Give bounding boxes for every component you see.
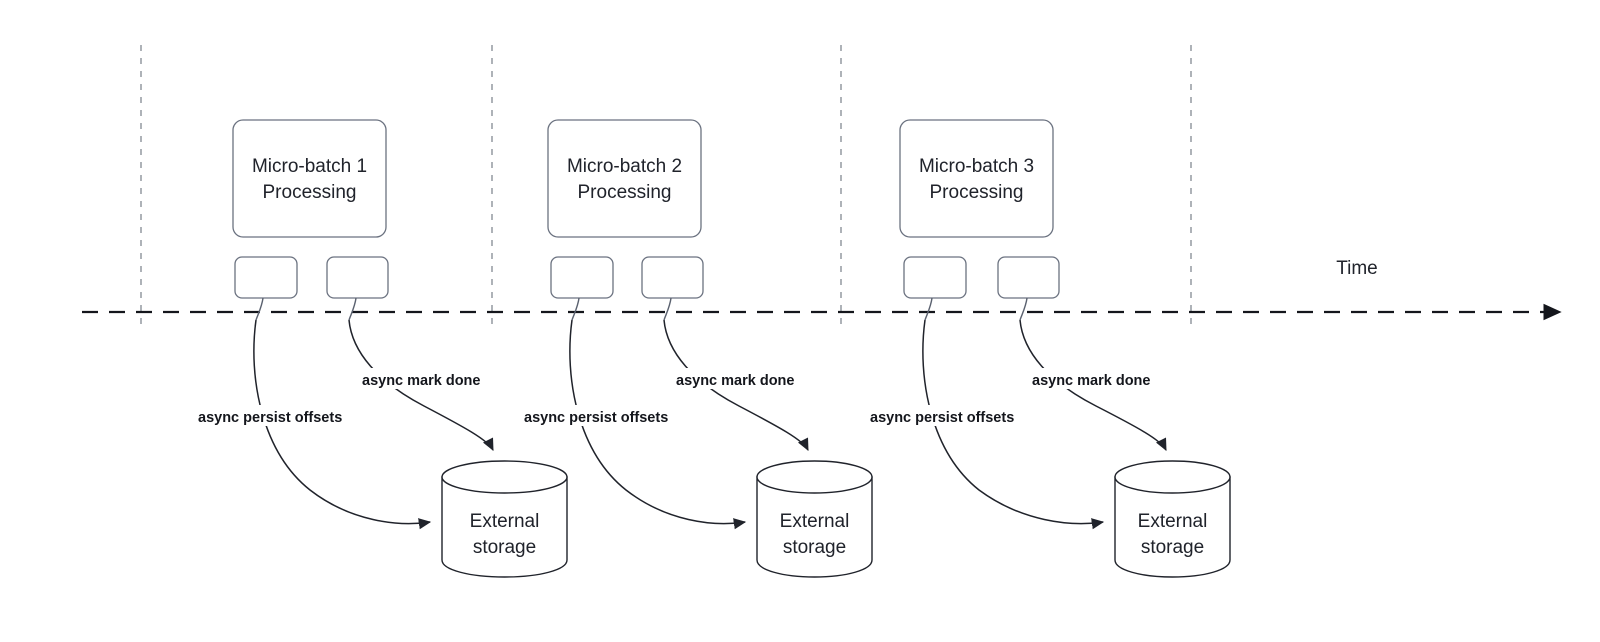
external-storage-3[interactable]: External storage bbox=[1114, 460, 1231, 578]
edge-label-mark-done-2: async mark done bbox=[672, 368, 817, 389]
process-box-1-rect[interactable] bbox=[232, 119, 387, 238]
flow-persist-offsets-1 bbox=[253, 319, 432, 530]
process-box-2[interactable]: Micro-batch 2 Processing bbox=[547, 119, 702, 238]
external-storage-2-body[interactable] bbox=[756, 476, 873, 578]
external-storage-3-line1: External bbox=[1138, 511, 1208, 532]
time-axis-label: Time bbox=[1336, 258, 1378, 279]
process-box-1-line1: Micro-batch 1 bbox=[252, 156, 367, 177]
tick-box-1-right[interactable] bbox=[326, 256, 389, 299]
external-storage-3-top bbox=[1114, 460, 1231, 494]
edge-label-mark-done-1-bg bbox=[358, 368, 503, 389]
external-storage-1-line2: storage bbox=[473, 537, 536, 558]
tick-stem-1-left bbox=[255, 297, 264, 321]
external-storage-2-line1: External bbox=[780, 511, 850, 532]
edge-label-mark-done-2-text: async mark done bbox=[676, 373, 794, 389]
external-storage-1[interactable]: External storage bbox=[441, 460, 568, 578]
tick-box-3-left[interactable] bbox=[903, 256, 967, 299]
tick-stem-3-right bbox=[1019, 297, 1028, 321]
tick-box-1-left[interactable] bbox=[234, 256, 298, 299]
flow-mark-done-3 bbox=[1019, 319, 1167, 452]
tick-stem-1-right bbox=[348, 297, 357, 321]
micro-batch-group-2: Micro-batch 2 Processing async mark done… bbox=[520, 119, 873, 578]
edge-label-persist-offsets-2: async persist offsets bbox=[520, 405, 700, 426]
micro-batch-group-1: Micro-batch 1 Processing async mark done… bbox=[194, 119, 568, 578]
process-box-1-line2: Processing bbox=[263, 182, 357, 203]
external-storage-2[interactable]: External storage bbox=[756, 460, 873, 578]
flow-persist-offsets-3 bbox=[922, 319, 1105, 530]
process-box-2-line1: Micro-batch 2 bbox=[567, 156, 682, 177]
edge-label-mark-done-3: async mark done bbox=[1028, 368, 1173, 389]
edge-label-persist-offsets-3-bg bbox=[866, 405, 1046, 426]
flow-mark-done-2 bbox=[663, 319, 809, 452]
process-box-1[interactable]: Micro-batch 1 Processing bbox=[232, 119, 387, 238]
edge-label-mark-done-2-bg bbox=[672, 368, 817, 389]
edge-label-persist-offsets-1: async persist offsets bbox=[194, 405, 374, 426]
process-box-3[interactable]: Micro-batch 3 Processing bbox=[899, 119, 1054, 238]
edge-label-persist-offsets-1-bg bbox=[194, 405, 374, 426]
time-axis: Time bbox=[82, 258, 1562, 321]
edge-label-persist-offsets-2-text: async persist offsets bbox=[524, 410, 668, 426]
process-box-3-line2: Processing bbox=[930, 182, 1024, 203]
flow-persist-offsets-2 bbox=[569, 319, 747, 530]
external-storage-2-line2: storage bbox=[783, 537, 846, 558]
edge-label-mark-done-1-text: async mark done bbox=[362, 373, 480, 389]
edge-label-persist-offsets-3-text: async persist offsets bbox=[870, 410, 1014, 426]
micro-batch-group-3: Micro-batch 3 Processing async mark done… bbox=[866, 119, 1231, 578]
edge-label-mark-done-3-bg bbox=[1028, 368, 1173, 389]
flow-mark-done-1 bbox=[348, 319, 494, 452]
process-box-2-line2: Processing bbox=[578, 182, 672, 203]
edge-label-mark-done-3-text: async mark done bbox=[1032, 373, 1150, 389]
separator-group bbox=[140, 45, 1192, 330]
tick-stem-3-left bbox=[924, 297, 933, 321]
external-storage-2-top bbox=[756, 460, 873, 494]
external-storage-1-line1: External bbox=[470, 511, 540, 532]
process-box-3-line1: Micro-batch 3 bbox=[919, 156, 1034, 177]
edge-label-persist-offsets-3: async persist offsets bbox=[866, 405, 1046, 426]
external-storage-3-body[interactable] bbox=[1114, 476, 1231, 578]
tick-stem-2-left bbox=[571, 297, 580, 321]
edge-label-mark-done-1: async mark done bbox=[358, 368, 503, 389]
external-storage-3-line2: storage bbox=[1141, 537, 1204, 558]
tick-box-2-left[interactable] bbox=[550, 256, 614, 299]
tick-box-2-right[interactable] bbox=[641, 256, 704, 299]
edge-label-persist-offsets-2-bg bbox=[520, 405, 700, 426]
process-box-2-rect[interactable] bbox=[547, 119, 702, 238]
external-storage-1-body[interactable] bbox=[441, 476, 568, 578]
edge-label-persist-offsets-1-text: async persist offsets bbox=[198, 410, 342, 426]
tick-box-3-right[interactable] bbox=[997, 256, 1060, 299]
process-box-3-rect[interactable] bbox=[899, 119, 1054, 238]
tick-stem-2-right bbox=[663, 297, 672, 321]
external-storage-1-top bbox=[441, 460, 568, 494]
